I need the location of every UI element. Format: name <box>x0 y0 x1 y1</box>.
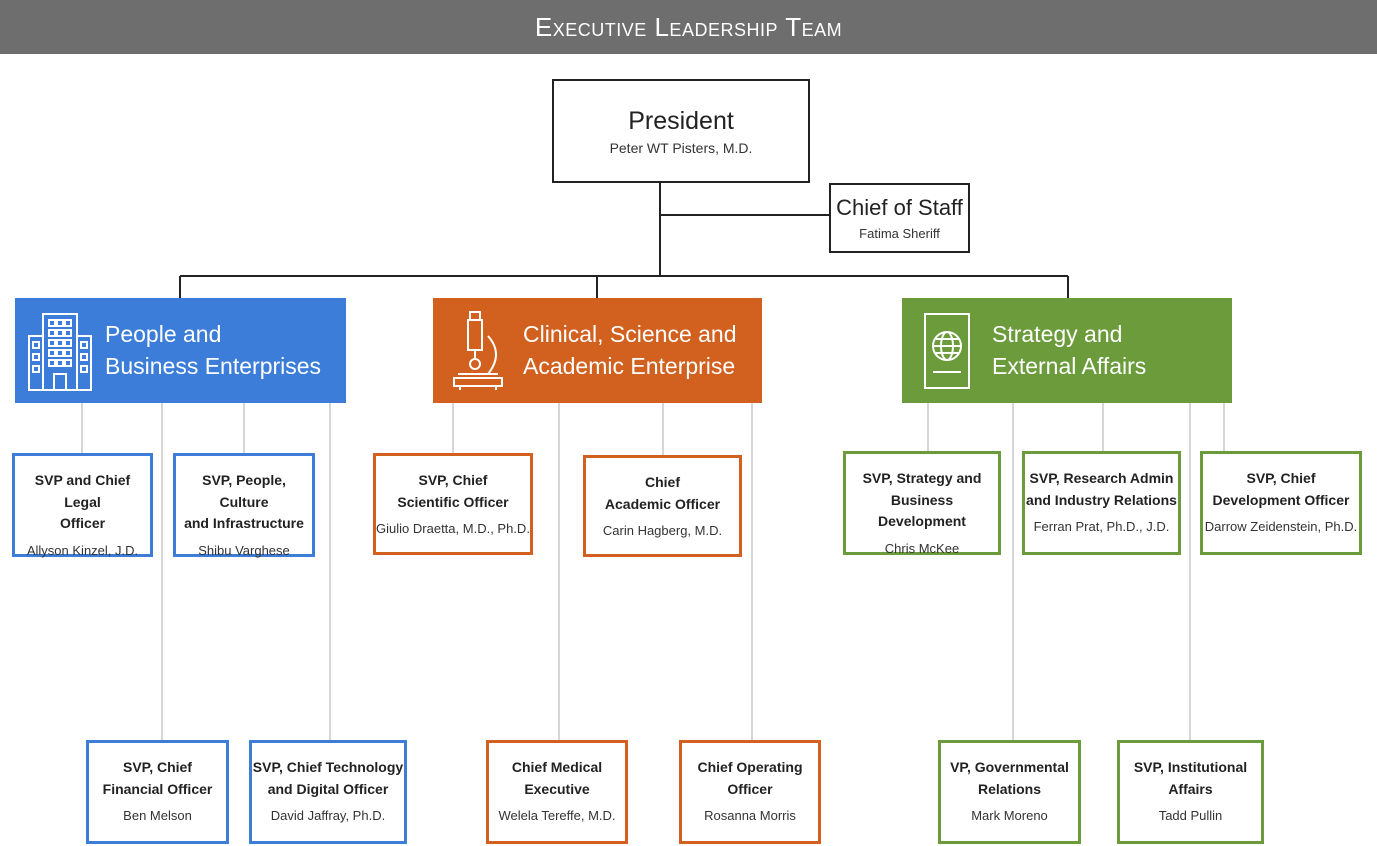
division-label-line2: Business Enterprises <box>105 352 322 379</box>
exec-name: Rosanna Morris <box>704 808 796 824</box>
exec-name: David Jaffray, Ph.D. <box>270 808 386 824</box>
exec-title-line2: Officer <box>727 780 773 797</box>
division-clinical-science: Clinical, Science and Academic Enterpris… <box>433 298 762 403</box>
division-label-line1: Strategy and <box>992 321 1123 348</box>
exec-name: Tadd Pullin <box>1158 808 1223 824</box>
division-label-line2: External Affairs <box>992 352 1147 379</box>
division-label-line1: People and <box>105 321 222 348</box>
exec-name: Ferran Prat, Ph.D., J.D. <box>1033 519 1170 535</box>
chief-of-staff-box: Chief of Staff Fatima Sheriff <box>829 183 970 253</box>
exec-title-line1: SVP, Chief Technology <box>252 759 404 775</box>
exec-title-line1: SVP, Chief <box>1246 470 1316 486</box>
exec-title-line2: and Infrastructure <box>184 515 304 532</box>
exec-title-line2: Academic Officer <box>604 495 721 512</box>
exec-title-line1: SVP, Institutional <box>1133 759 1248 775</box>
exec-name: Shibu Varghese <box>198 543 290 559</box>
division-label-line1: Clinical, Science and <box>523 321 737 348</box>
exec-name: Welela Tereffe, M.D. <box>498 808 616 824</box>
exec-title-line2: Development Officer <box>1212 491 1350 508</box>
chief-of-staff-title: Chief of Staff <box>836 195 963 221</box>
president-box: President Peter WT Pisters, M.D. <box>552 79 810 183</box>
exec-box-people-culture: SVP, People, Culture and Infrastructure S… <box>173 453 315 559</box>
exec-title-line2: and Industry Relations <box>1026 491 1177 508</box>
exec-title-line1: Chief Medical <box>511 759 603 775</box>
exec-title-line2: Affairs <box>1168 780 1213 797</box>
exec-name: Allyson Kinzel, J.D. <box>26 543 139 559</box>
exec-title-line1: SVP, People, Culture <box>202 472 286 510</box>
exec-name: Darrow Zeidenstein, Ph.D. <box>1204 519 1358 535</box>
exec-title-line2: Executive <box>524 780 590 797</box>
president-title: President <box>628 107 734 135</box>
exec-title-line1: SVP, Chief <box>122 759 192 775</box>
division-label-line2: Academic Enterprise <box>523 352 736 379</box>
exec-name: Giulio Draetta, M.D., Ph.D. <box>376 521 530 537</box>
exec-name: Ben Melson <box>123 808 192 824</box>
exec-box-cto: SVP, Chief Technology and Digital Officer… <box>249 740 407 844</box>
exec-title-line2: Financial Officer <box>102 780 213 797</box>
exec-title-line1: Chief <box>644 474 680 490</box>
exec-box-research-admin: SVP, Research Admin and Industry Relation… <box>1022 451 1181 555</box>
exec-title-line1: VP, Governmental <box>950 759 1069 775</box>
division-people-business: People and Business Enterprises <box>15 298 346 403</box>
exec-title-line2: Relations <box>977 780 1041 797</box>
exec-title-line2: Scientific Officer <box>397 493 509 510</box>
exec-title-line1: SVP and Chief Legal <box>34 472 131 510</box>
microscope-icon <box>433 298 523 403</box>
page-title: Executive Leadership Team <box>0 0 1377 54</box>
exec-name: Carin Hagberg, M.D. <box>602 523 723 539</box>
exec-title-line1: SVP, Chief <box>418 472 488 488</box>
exec-name: Mark Moreno <box>971 808 1048 824</box>
exec-title-line2: and Digital Officer <box>267 780 389 797</box>
division-strategy-external: Strategy and External Affairs <box>902 298 1232 403</box>
exec-title-line1: SVP, Research Admin <box>1029 470 1174 486</box>
globe-document-icon <box>902 298 992 403</box>
office-building-icon <box>15 298 105 403</box>
exec-title-line1: Chief Operating <box>697 759 803 775</box>
exec-title-line2: Officer <box>59 515 106 532</box>
exec-name: Chris McKee <box>884 541 960 557</box>
president-name: Peter WT Pisters, M.D. <box>609 140 753 156</box>
exec-title-line2: Business Development <box>878 491 966 530</box>
chief-of-staff-name: Fatima Sheriff <box>859 225 940 241</box>
exec-title-line1: SVP, Strategy and <box>862 470 982 486</box>
